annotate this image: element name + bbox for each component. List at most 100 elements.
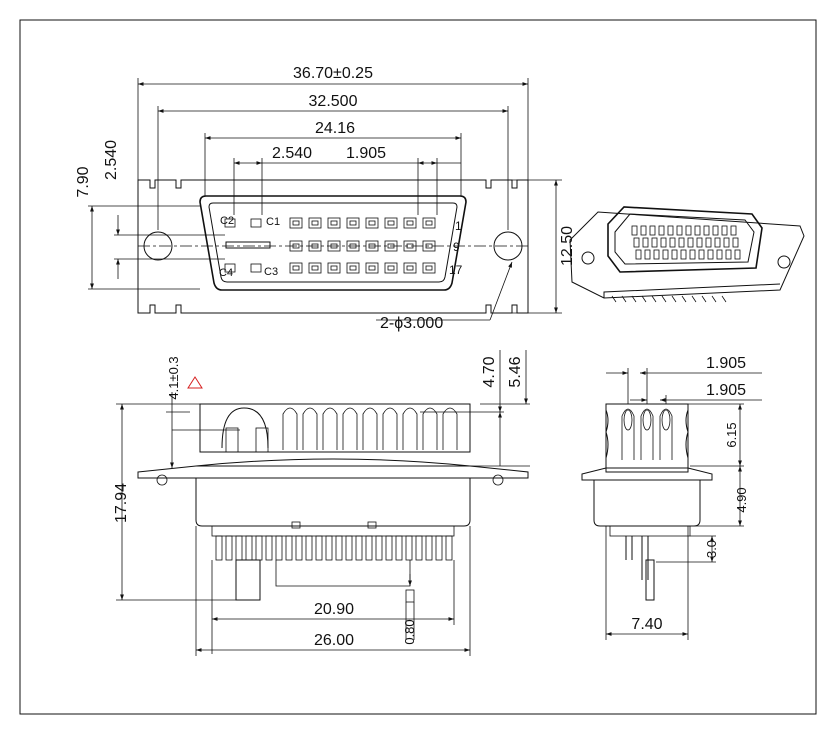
- dim-flange-height: 12.50: [500, 179, 576, 314]
- contact-pin-core: [292, 265, 300, 271]
- contact-pin: [384, 262, 398, 274]
- iso-pin: [631, 225, 638, 236]
- iso-pin: [671, 249, 678, 260]
- dim-body-width-label: 26.00: [314, 632, 354, 649]
- d-shell-inner: [208, 202, 458, 283]
- contact-pin: [384, 240, 398, 252]
- pin-label-c3: C3: [264, 266, 278, 278]
- end-pitch-top-label: 1.905: [706, 355, 746, 372]
- contact-pin-core: [368, 265, 376, 271]
- dim-tail-span-label: 20.90: [314, 601, 354, 618]
- iso-pin: [723, 237, 730, 248]
- side-tail: [325, 535, 333, 561]
- end-view: 1.905 1.905 6.15 4.90 3.0: [581, 355, 762, 640]
- dim-shell-width: 24.16: [204, 120, 462, 196]
- dim-pin-dia-label: 0.80: [402, 619, 417, 644]
- contact-pin-core: [330, 265, 338, 271]
- dim-tail-height-label: 4.1±0.3: [166, 356, 181, 399]
- contact-pin-core: [349, 265, 357, 271]
- iso-pin: [640, 225, 647, 236]
- dim-end-top: 1.905 1.905: [606, 355, 762, 404]
- end-pin-head: [642, 409, 652, 431]
- drawing-frame: [19, 19, 817, 715]
- iso-pin: [730, 225, 737, 236]
- iso-pin: [716, 249, 723, 260]
- iso-pin: [725, 249, 732, 260]
- dim-height-left-a-label: 7.90: [75, 166, 92, 197]
- iso-pin: [633, 237, 640, 248]
- side-tail: [285, 535, 293, 561]
- side-tail: [305, 535, 313, 561]
- dim-470-label: 4.70: [481, 356, 498, 387]
- side-tail: [315, 535, 323, 561]
- contact-pin: [422, 240, 436, 252]
- pin-label-c4: C4: [219, 267, 233, 279]
- dim-height-left-b-label: 2.540: [103, 140, 120, 180]
- hole-callout: 2-ϕ3.000: [376, 261, 513, 332]
- dim-30-label: 3.0: [704, 540, 719, 558]
- contact-pin: [365, 262, 379, 274]
- side-c-pin: [255, 427, 269, 453]
- contact-pin: [403, 262, 417, 274]
- hole-callout-label: 2-ϕ3.000: [380, 315, 443, 332]
- iso-pin: [649, 225, 656, 236]
- contact-pin: [289, 240, 303, 252]
- iso-pin: [669, 237, 676, 248]
- iso-pin: [662, 249, 669, 260]
- dim-615-label: 6.15: [724, 422, 739, 447]
- side-tail: [215, 535, 223, 561]
- d-shell-outer: [199, 195, 467, 291]
- contact-pin-core: [292, 220, 300, 226]
- contact-pin-core: [349, 243, 357, 249]
- contact-pin-core: [387, 265, 395, 271]
- contact-pin-core: [368, 243, 376, 249]
- iso-pin: [732, 237, 739, 248]
- side-pin-hood: [402, 407, 418, 450]
- contact-pin: [308, 262, 322, 274]
- side-c-pin: [225, 427, 239, 453]
- iso-pin: [689, 249, 696, 260]
- contact-pin-core: [406, 220, 414, 226]
- end-pin-head: [623, 409, 633, 431]
- contact-pin: [403, 217, 417, 229]
- side-tail: [335, 535, 343, 561]
- pin-label-9: 9: [453, 240, 460, 254]
- iso-pin: [734, 249, 741, 260]
- dim-pin-pitch-a-label: 2.540: [272, 145, 312, 162]
- iso-pin: [721, 225, 728, 236]
- dim-546-label: 5.46: [507, 356, 524, 387]
- dim-490-label: 4.90: [734, 487, 749, 512]
- side-tail: [225, 535, 233, 561]
- contact-pin: [308, 217, 322, 229]
- contact-pin-core: [311, 243, 319, 249]
- side-tail: [235, 535, 243, 561]
- iso-pin: [687, 237, 694, 248]
- side-tail: [275, 535, 283, 561]
- end-pin: [621, 408, 635, 460]
- dim-total-height: 17.94: [113, 403, 236, 601]
- side-tail: [355, 535, 363, 561]
- c-pin: [224, 263, 236, 273]
- end-pin: [640, 408, 654, 460]
- contact-pin: [327, 240, 341, 252]
- dim-overall-width-label: 36.70±0.25: [293, 65, 373, 82]
- iso-pin: [707, 249, 714, 260]
- end-pitch-bottom-label: 1.905: [706, 382, 746, 399]
- iso-pin: [651, 237, 658, 248]
- dim-tail-height: 4.1±0.3: [166, 356, 240, 468]
- dim-side-top: 4.70 5.46: [420, 350, 530, 467]
- iso-pin: [696, 237, 703, 248]
- contact-pin-core: [330, 220, 338, 226]
- dim-shell-width-label: 24.16: [315, 120, 355, 137]
- side-tail: [295, 535, 303, 561]
- side-tail: [395, 535, 403, 561]
- contact-pin: [403, 240, 417, 252]
- contact-pin: [422, 262, 436, 274]
- contact-pin: [346, 262, 360, 274]
- iso-pin: [685, 225, 692, 236]
- contact-pin: [346, 240, 360, 252]
- side-tail: [345, 535, 353, 561]
- contact-pin-core: [311, 265, 319, 271]
- dim-left-heights: 7.90 2.540: [75, 140, 225, 290]
